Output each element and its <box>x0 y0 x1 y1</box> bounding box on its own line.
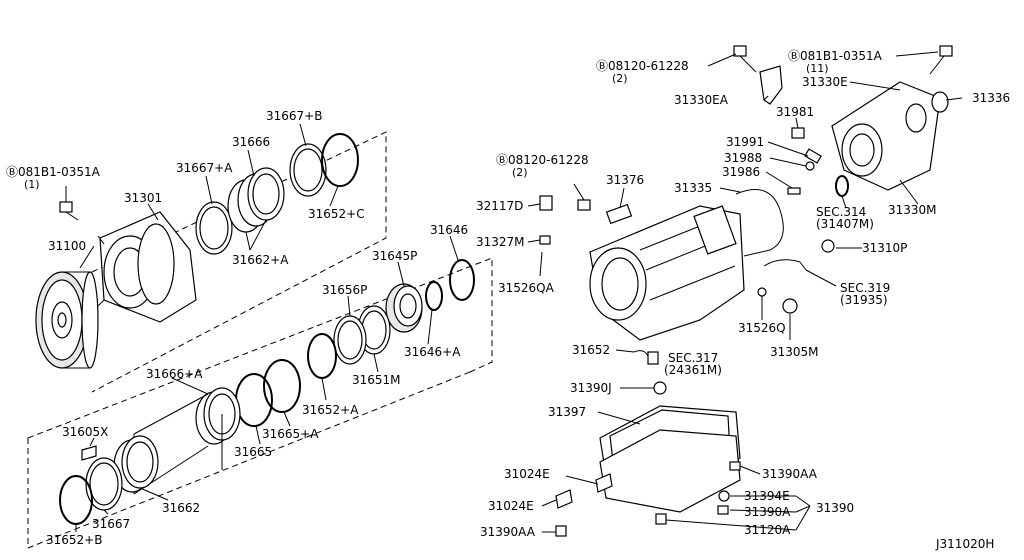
label-31526qa: 31526QA <box>498 281 555 295</box>
label-31988: 31988 <box>724 151 762 165</box>
label-31667: 31667 <box>92 517 130 531</box>
label-31336: 31336 <box>972 91 1010 105</box>
label-31652b: 31652+B <box>46 533 102 547</box>
label-31407m: (31407M) <box>816 217 874 231</box>
label-b-081b1-0351a-left: Ⓑ081B1-0351A <box>6 165 101 179</box>
clutch-pack-31666a <box>133 387 241 495</box>
pump-31645p <box>385 283 423 333</box>
label-31662a: 31662+A <box>232 253 289 267</box>
bolt-top-right-shank <box>929 55 945 75</box>
label-31100: 31100 <box>48 239 86 253</box>
label-sec317: SEC.317 <box>668 351 718 365</box>
label-31394e: 31394E <box>744 489 790 503</box>
gasket-31335 <box>735 189 784 257</box>
label-31667b: 31667+B <box>266 109 322 123</box>
label-31935: (31935) <box>840 293 888 307</box>
converter-housing-part <box>97 211 197 323</box>
label-31656p: 31656P <box>322 283 367 297</box>
label-31651m: 31651M <box>352 373 401 387</box>
label-31335: 31335 <box>674 181 712 195</box>
label-31646: 31646 <box>430 223 468 237</box>
label-31666: 31666 <box>232 135 270 149</box>
label-qty-2-top: (2) <box>612 72 628 85</box>
bolt-mid-part <box>539 195 633 245</box>
part-labels: Ⓑ081B1-0351A (1) 31301 31100 31667+A 316… <box>6 49 1010 551</box>
label-31652c: 31652+C <box>308 207 365 221</box>
snap-ring-31652b <box>59 475 93 525</box>
label-31666a: 31666+A <box>146 367 203 381</box>
label-31645p: 31645P <box>372 249 417 263</box>
bolt-left-part <box>59 201 79 221</box>
ring-31665a <box>263 359 301 413</box>
label-31390a: 31390A <box>744 505 791 519</box>
drawing-id: J311020H <box>935 537 994 551</box>
extension-housing-part <box>831 81 949 191</box>
label-31390aa-l: 31390AA <box>480 525 536 539</box>
bracket-31330ea <box>733 45 783 105</box>
label-31652: 31652 <box>572 343 610 357</box>
label-qty-2-mid: (2) <box>512 166 528 179</box>
label-sec314: SEC.314 <box>816 205 866 219</box>
label-31390aa-r: 31390AA <box>762 467 818 481</box>
label-qty-11: (11) <box>806 62 829 75</box>
label-32117d: 32117D <box>476 199 523 213</box>
label-31991: 31991 <box>726 135 764 149</box>
ring-31656p <box>333 315 367 365</box>
label-31981: 31981 <box>776 105 814 119</box>
label-31305m: 31305M <box>770 345 819 359</box>
oil-pan-part <box>555 381 741 537</box>
label-24361m: (24361M) <box>664 363 722 377</box>
label-31665: 31665 <box>234 445 272 459</box>
clutch-ring-31667a <box>195 201 233 255</box>
clutch-drum-31666 <box>227 167 285 233</box>
label-31310p: 31310P <box>862 241 907 255</box>
label-31397: 31397 <box>548 405 586 419</box>
label-31390: 31390 <box>816 501 854 515</box>
sensor-group <box>787 127 822 195</box>
label-31120a: 31120A <box>744 523 791 537</box>
torque-converter-part <box>35 271 99 369</box>
label-31376: 31376 <box>606 173 644 187</box>
harness-31310p <box>757 239 835 314</box>
label-31605x: 31605X <box>62 425 108 439</box>
label-31327m: 31327M <box>476 235 525 249</box>
label-31662: 31662 <box>162 501 200 515</box>
label-b-08120-61228-mid: Ⓑ08120-61228 <box>496 153 589 167</box>
bolt-top-right <box>939 45 953 57</box>
seal-ring-31646a <box>425 281 443 311</box>
leader-lines <box>65 51 963 533</box>
lower-group-frame <box>27 257 493 439</box>
spring-31605x <box>81 445 97 461</box>
label-qty-1: (1) <box>24 178 40 191</box>
snap-ring-31652c <box>321 133 359 187</box>
label-31646a: 31646+A <box>404 345 461 359</box>
label-31301: 31301 <box>124 191 162 205</box>
clutch-pack-31662 <box>113 435 159 493</box>
label-31024e-1: 31024E <box>504 467 550 481</box>
label-31986: 31986 <box>722 165 760 179</box>
label-sec319: SEC.319 <box>840 281 890 295</box>
label-31330m: 31330M <box>888 203 937 217</box>
clutch-ring-31667b <box>289 143 327 197</box>
label-31330e: 31330E <box>802 75 848 89</box>
transmission-case-part <box>589 205 745 341</box>
label-b-081b1-0351a-right: Ⓑ081B1-0351A <box>788 49 883 63</box>
label-31390j: 31390J <box>570 381 612 395</box>
seal-ring-31646 <box>449 259 475 301</box>
label-31330ea: 31330EA <box>674 93 729 107</box>
label-31665a: 31665+A <box>262 427 319 441</box>
label-31024e-2: 31024E <box>488 499 534 513</box>
ring-31667 <box>85 457 123 511</box>
label-31652a: 31652+A <box>302 403 359 417</box>
snap-ring-31652a <box>307 333 337 379</box>
sec317-part <box>633 350 659 365</box>
label-b-08120-61228-top: Ⓑ08120-61228 <box>596 59 689 73</box>
label-31526q: 31526Q <box>738 321 786 335</box>
oring-31407m <box>835 175 849 197</box>
label-31667a: 31667+A <box>176 161 233 175</box>
